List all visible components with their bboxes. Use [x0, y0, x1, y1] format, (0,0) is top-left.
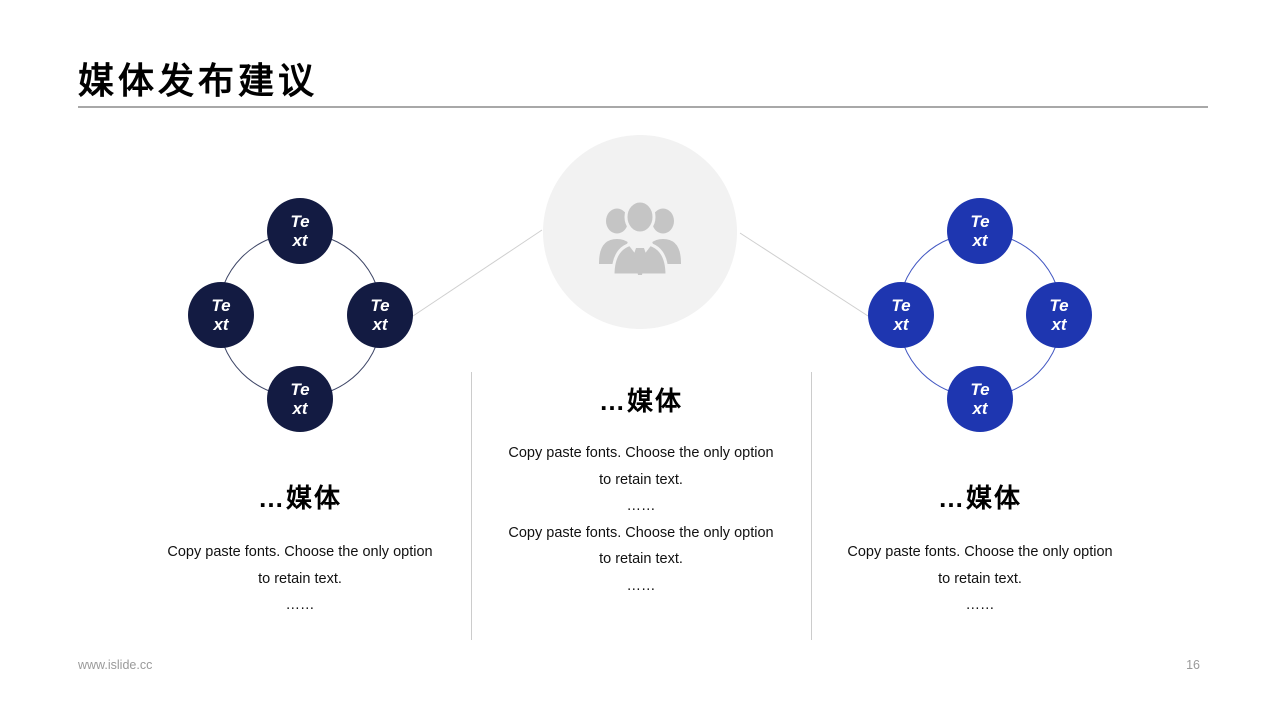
node-label-line: xt	[972, 231, 988, 250]
node-label-line: Te	[290, 212, 310, 231]
paragraph-line: Copy paste fonts. Choose the only option	[508, 445, 774, 461]
node-label-line: Te	[970, 212, 990, 231]
column-center: …媒体 Copy paste fonts. Choose the only op…	[473, 381, 809, 599]
text-node: Te xt	[267, 198, 333, 264]
paragraph-line: to retain text.	[938, 570, 1022, 587]
title-divider	[78, 106, 1208, 108]
node-label-line: Te	[290, 380, 310, 399]
column-paragraph: Copy paste fonts. Choose the only option…	[473, 520, 809, 600]
text-node: Te xt	[1026, 282, 1092, 348]
column-left: …媒体 Copy paste fonts. Choose the only op…	[110, 478, 490, 619]
column-heading: …媒体	[257, 483, 342, 513]
column-paragraph: Copy paste fonts. Choose the only option…	[790, 539, 1170, 619]
center-circle	[543, 135, 737, 329]
left-connector-line	[412, 229, 543, 317]
node-label-line: xt	[292, 399, 308, 418]
text-node: Te xt	[947, 366, 1013, 432]
paragraph-line: Copy paste fonts. Choose the only option	[167, 544, 433, 560]
text-node: Te xt	[267, 366, 333, 432]
node-label-line: Te	[211, 296, 231, 315]
node-label-line: xt	[1051, 315, 1067, 334]
paragraph-line: to retain text.	[258, 570, 342, 587]
node-label-line: xt	[213, 315, 229, 334]
column-heading: …媒体	[937, 483, 1022, 513]
footer-url: www.islide.cc	[78, 658, 153, 672]
node-label-line: xt	[893, 315, 909, 334]
column-right: …媒体 Copy paste fonts. Choose the only op…	[790, 478, 1170, 619]
node-label-line: xt	[292, 231, 308, 250]
page-title: 媒体发布建议	[78, 60, 319, 101]
node-label-line: Te	[370, 296, 390, 315]
text-node: Te xt	[868, 282, 934, 348]
column-paragraph: Copy paste fonts. Choose the only option…	[473, 440, 809, 520]
paragraph-line: to retain text.	[599, 551, 683, 567]
paragraph-line: Copy paste fonts. Choose the only option	[847, 544, 1113, 560]
paragraph-ellipsis: ……	[626, 577, 656, 594]
right-connector-line	[739, 232, 869, 317]
text-node: Te xt	[188, 282, 254, 348]
node-label-line: xt	[372, 315, 388, 334]
node-label-line: xt	[972, 399, 988, 418]
text-node: Te xt	[347, 282, 413, 348]
column-paragraph: Copy paste fonts. Choose the only option…	[110, 539, 490, 619]
column-divider	[471, 372, 472, 640]
media-diagram: Te xt Te xt Te xt Te xt Te xt Te xt Te x…	[0, 120, 1280, 460]
paragraph-ellipsis: ……	[285, 597, 315, 613]
node-label-line: Te	[1049, 296, 1069, 315]
paragraph-ellipsis: ……	[626, 498, 656, 514]
text-node: Te xt	[947, 198, 1013, 264]
page-number: 16	[1186, 658, 1200, 672]
column-heading: …媒体	[598, 386, 683, 416]
node-label-line: Te	[970, 380, 990, 399]
paragraph-line: to retain text.	[599, 471, 683, 488]
paragraph-line: Copy paste fonts. Choose the only option	[508, 524, 774, 541]
node-label-line: Te	[891, 296, 911, 315]
team-icon	[599, 199, 681, 277]
paragraph-ellipsis: ……	[965, 597, 995, 613]
column-divider	[811, 372, 812, 640]
